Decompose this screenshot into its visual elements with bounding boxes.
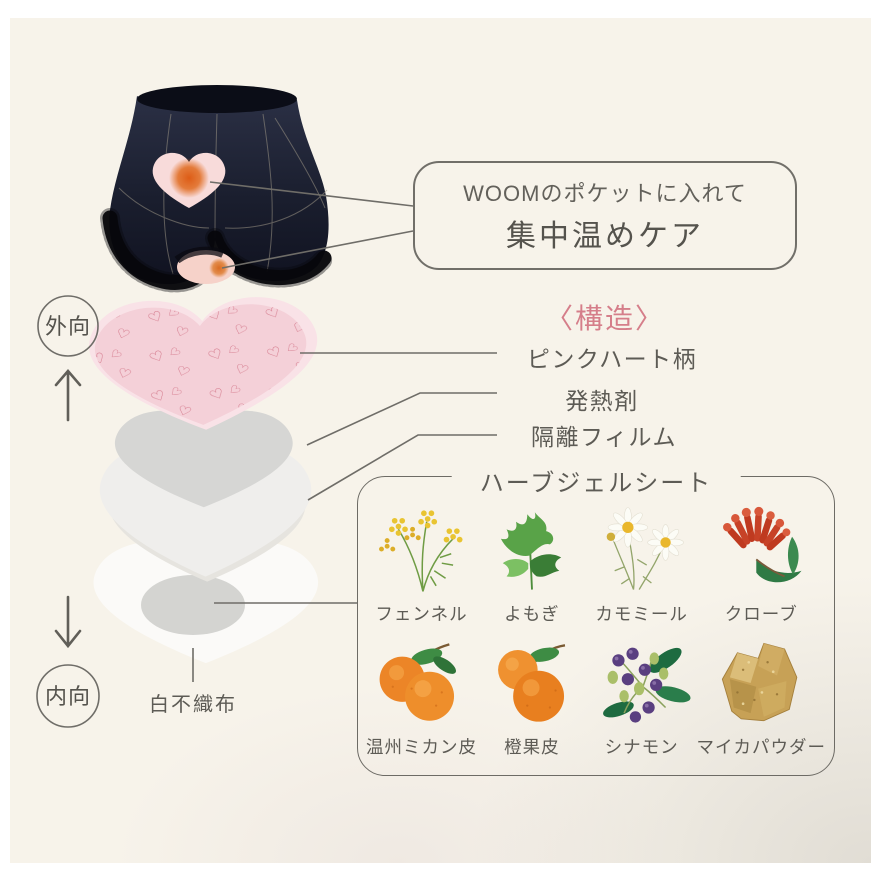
direction-arrows (54, 369, 82, 649)
crotch-warm-spot (209, 258, 229, 278)
pocket-callout-box: WOOMのポケットに入れて 集中温めケア (413, 161, 797, 270)
orange-peel-icon (497, 644, 566, 722)
leader-crotch-pad (221, 230, 414, 269)
orientation-badges: 外向 内向 (36, 295, 100, 728)
herb-box-title: ハーブジェルシート (451, 463, 741, 498)
herb-item-orange: 橙果皮 (477, 634, 587, 759)
inward-circle (36, 664, 100, 728)
gel-circle (141, 575, 245, 635)
layer-stack (89, 297, 319, 664)
layer-label-isolation-film: 隔離フィルム (530, 424, 678, 450)
leader-film-layer (307, 434, 497, 501)
layer-label-heating-agent: 発熱剤 (565, 388, 639, 414)
heart-warm-spot (169, 158, 209, 198)
leader-heart-pad (209, 181, 414, 207)
fennel-icon (378, 510, 463, 592)
clove-icon (723, 506, 802, 583)
nonwoven-fabric-label: 白不織布 (149, 694, 237, 716)
herb-item-fennel: フェンネル (366, 501, 477, 626)
herb-name: シナモン (604, 737, 679, 757)
mandarin-peel-icon (379, 643, 456, 721)
herb-gel-sheet-box: ハーブジェルシート フェンネル (357, 463, 835, 776)
heating-layer (114, 410, 293, 508)
waistband (137, 85, 297, 113)
herb-grid: フェンネル よもぎ (366, 501, 826, 759)
arrow-up-icon (54, 369, 82, 422)
shorts-body (109, 96, 329, 285)
herb-name: カモミール (595, 604, 688, 624)
arrow-down-icon (54, 595, 82, 649)
herb-name: フェンネル (375, 604, 468, 624)
herb-item-cinnamon: シナモン (587, 634, 697, 759)
outward-label: 外向 (45, 314, 91, 339)
lace-over-pad (174, 246, 225, 264)
structure-heading: 〈構造〉 (544, 303, 666, 334)
callout-line2: 集中温めケア (506, 220, 704, 253)
herb-name: マイカパウダー (696, 737, 826, 757)
flower (606, 507, 684, 561)
pink-pattern-layer (94, 304, 307, 425)
seam-lines (118, 113, 328, 275)
herb-name: よもぎ (504, 604, 560, 624)
inward-label: 内向 (45, 684, 91, 709)
leader-heating-layer (306, 392, 497, 446)
herb-item-mugwort: よもぎ (477, 501, 587, 626)
herb-name: 温州ミカン皮 (366, 737, 477, 757)
mugwort-icon (500, 512, 562, 590)
herb-item-chamomile: カモミール (587, 501, 697, 626)
herb-item-mica: マイカパウダー (697, 634, 827, 759)
shorts-illustration (100, 85, 334, 293)
outward-circle (37, 295, 99, 357)
herb-item-mandarin: 温州ミカン皮 (366, 634, 477, 759)
mica-powder-icon (722, 642, 798, 722)
herb-name: 橙果皮 (504, 737, 560, 757)
cinnamon-icon (602, 647, 691, 723)
layer-label-pink-pattern: ピンクハート柄 (526, 346, 698, 372)
callout-line1: WOOMのポケットに入れて (463, 181, 747, 206)
chamomile-icon (606, 507, 684, 590)
clove-buds (723, 506, 791, 551)
leader-lines (192, 181, 497, 682)
herb-item-clove: クローブ (697, 501, 827, 626)
herb-name: クローブ (724, 604, 798, 624)
